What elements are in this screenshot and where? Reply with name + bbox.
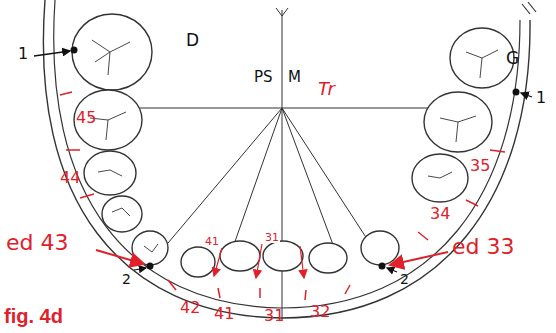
tooth-number: 41 <box>204 236 220 247</box>
callout-number: 1 <box>18 46 28 62</box>
tooth-number: 45 <box>76 110 96 126</box>
tooth-number: 41 <box>214 306 234 322</box>
tooth-label: ed 43 <box>6 232 69 254</box>
tooth-number: 34 <box>430 206 450 222</box>
side-letter: D <box>186 32 199 49</box>
figure-caption: fig. 4d <box>4 306 63 326</box>
tooth-number: 32 <box>310 304 330 320</box>
tooth-number: 44 <box>60 170 80 186</box>
tooth-number: 35 <box>470 158 490 174</box>
plane-label: M <box>288 70 301 85</box>
callout-number: 2 <box>400 272 409 286</box>
callout-number: 2 <box>122 272 131 286</box>
line-label: Tr <box>318 80 335 98</box>
plane-label: PS <box>254 70 273 85</box>
tooth-number: 31 <box>264 232 280 243</box>
tooth-label: ed 33 <box>452 236 515 258</box>
callout-number: 1 <box>536 90 546 106</box>
tooth-number: 31 <box>264 308 284 324</box>
tooth-number: 42 <box>180 300 200 316</box>
side-letter: G <box>506 50 519 67</box>
